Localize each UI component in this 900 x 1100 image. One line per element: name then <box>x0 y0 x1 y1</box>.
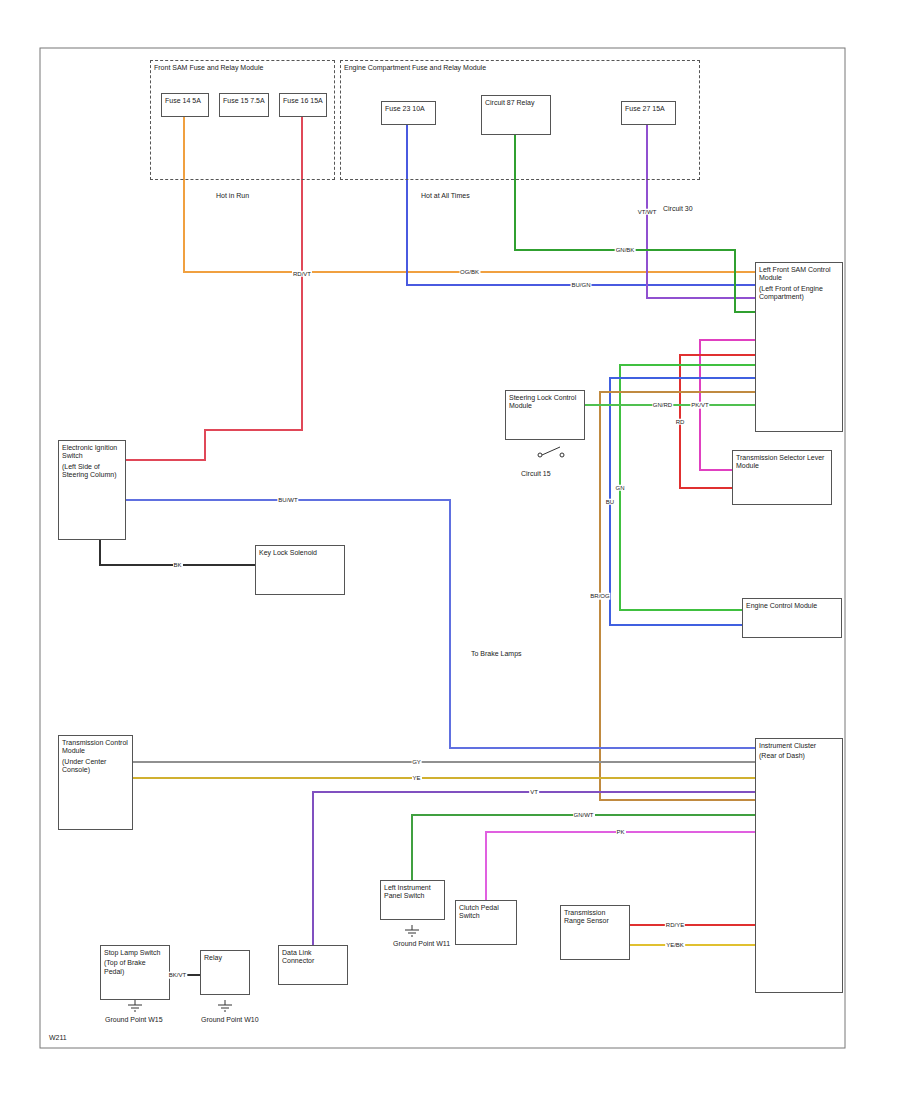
wire-color: PK/VT <box>690 402 709 409</box>
component-name: Left Front SAM Control Module <box>759 266 839 283</box>
wire-color: BU/WT <box>277 497 298 504</box>
control-module: Steering Lock Control Module <box>505 390 585 440</box>
ground-symbol <box>128 1000 142 1011</box>
sensor: Transmission Range Sensor <box>560 905 630 960</box>
component-name: Fuse 15 7.5A <box>223 97 265 105</box>
component-name: (Under Center Console) <box>62 758 129 775</box>
fuse: Fuse 15 7.5A <box>219 93 269 117</box>
component-name: Circuit 87 Relay <box>485 99 547 107</box>
switch: Left Instrument Panel Switch <box>380 880 445 920</box>
wire <box>133 777 755 779</box>
wire-color: PK <box>615 829 625 836</box>
switch: Stop Lamp Switch (Top of Brake Pedal) <box>100 945 170 1000</box>
wire-color: VT <box>529 789 539 796</box>
note-label: Hot at All Times <box>420 192 471 200</box>
wire-color: GN/RD <box>652 402 673 409</box>
wire-color: GY <box>411 759 422 766</box>
component-name: Fuse 23 10A <box>385 105 432 113</box>
wire <box>126 117 302 460</box>
fuse: Fuse 27 15A <box>621 101 676 125</box>
wire-color: VT/WT <box>637 208 658 215</box>
wire-color: YE <box>411 775 421 782</box>
wire <box>647 125 755 298</box>
component-name: Fuse 14 5A <box>165 97 205 105</box>
wire <box>630 924 755 926</box>
fuse: Fuse 16 15A <box>279 93 327 117</box>
component-name: Steering Lock Control Module <box>509 394 581 411</box>
relay: Circuit 87 Relay <box>481 95 551 135</box>
component-name: (Left Side of Steering Column) <box>62 463 122 480</box>
fuse: Fuse 14 5A <box>161 93 209 117</box>
component-name: Relay <box>204 954 246 962</box>
wire-color: GN/BK <box>615 247 636 254</box>
component-name: Front SAM Fuse and Relay Module <box>154 64 331 72</box>
component-name: Engine Compartment Fuse and Relay Module <box>344 64 696 72</box>
switch-symbol <box>538 447 564 457</box>
wire <box>407 125 755 285</box>
note-label: Ground Point W15 <box>104 1016 164 1024</box>
solenoid: Key Lock Solenoid <box>255 545 345 595</box>
wire-color: RD <box>675 418 686 425</box>
connector: Data Link Connector <box>278 945 348 985</box>
relay: Relay <box>200 950 250 995</box>
fuse: Fuse 23 10A <box>381 101 436 125</box>
note-label: Ground Point W10 <box>200 1016 260 1024</box>
note-label: To Brake Lamps <box>470 650 523 658</box>
ground-symbol <box>405 925 419 936</box>
component-name: Clutch Pedal Switch <box>459 904 513 921</box>
wire-color: YE/BK <box>665 942 685 949</box>
component-name: (Rear of Dash) <box>759 752 839 760</box>
component-name: Fuse 27 15A <box>625 105 672 113</box>
instrument-cluster: Instrument Cluster (Rear of Dash) <box>755 738 843 993</box>
component-name: Data Link Connector <box>282 949 344 966</box>
note-label: Circuit 15 <box>520 470 552 478</box>
note-label: Circuit 30 <box>662 205 694 213</box>
wire <box>313 792 755 945</box>
control-module: Engine Control Module <box>742 598 842 638</box>
component-name: Transmission Selector Lever Module <box>736 454 828 471</box>
component-name: Transmission Range Sensor <box>564 909 626 926</box>
component-name: Engine Control Module <box>746 602 838 610</box>
switch: Clutch Pedal Switch <box>455 900 517 945</box>
wire-color: BK <box>172 562 182 569</box>
component-name: (Top of Brake Pedal) <box>104 959 166 976</box>
component-name: Electronic Ignition Switch <box>62 444 122 461</box>
wire-color: GN <box>615 484 626 491</box>
ground-symbol <box>218 1000 232 1011</box>
wire-color: BU/GN <box>570 282 591 289</box>
component-name: Left Instrument Panel Switch <box>384 884 441 901</box>
wire <box>620 365 755 610</box>
wire-color: BR/OG <box>589 593 610 600</box>
control-module: Left Front SAM Control Module (Left Front… <box>755 262 843 432</box>
wire <box>610 378 755 625</box>
component-name: Key Lock Solenoid <box>259 549 341 557</box>
note-label: W211 <box>48 1034 68 1042</box>
wire-color: BU <box>605 498 615 505</box>
component-name: Transmission Control Module <box>62 739 129 756</box>
wire <box>515 135 755 312</box>
page-border <box>40 48 845 1048</box>
wire <box>184 117 755 272</box>
wire <box>412 815 755 880</box>
wire-color: GN/WT <box>573 812 595 819</box>
component-name: Stop Lamp Switch <box>104 949 166 957</box>
wire-color: RD/VT <box>292 270 312 277</box>
component-name: Fuse 16 15A <box>283 97 323 105</box>
note-label: Hot in Run <box>215 192 250 200</box>
component-name: Instrument Cluster <box>759 742 839 750</box>
wire-color: RD/YE <box>665 922 685 929</box>
control-module: Transmission Selector Lever Module <box>732 450 832 505</box>
wire <box>486 832 755 900</box>
ignition-switch: Electronic Ignition Switch (Left Side of … <box>58 440 126 540</box>
wire-color: BK/VT <box>168 972 187 979</box>
wire <box>630 944 755 946</box>
fuse-box: Engine Compartment Fuse and Relay Module… <box>340 60 700 180</box>
component-name: (Left Front of Engine Compartment) <box>759 285 839 302</box>
fuse-box: Front SAM Fuse and Relay ModuleFuse 14 5… <box>150 60 335 180</box>
wire <box>126 500 755 748</box>
control-module: Transmission Control Module (Under Center… <box>58 735 133 830</box>
note-label: Ground Point W11 <box>392 940 451 948</box>
wire-color: OG/BK <box>459 269 480 276</box>
wire <box>133 761 755 763</box>
